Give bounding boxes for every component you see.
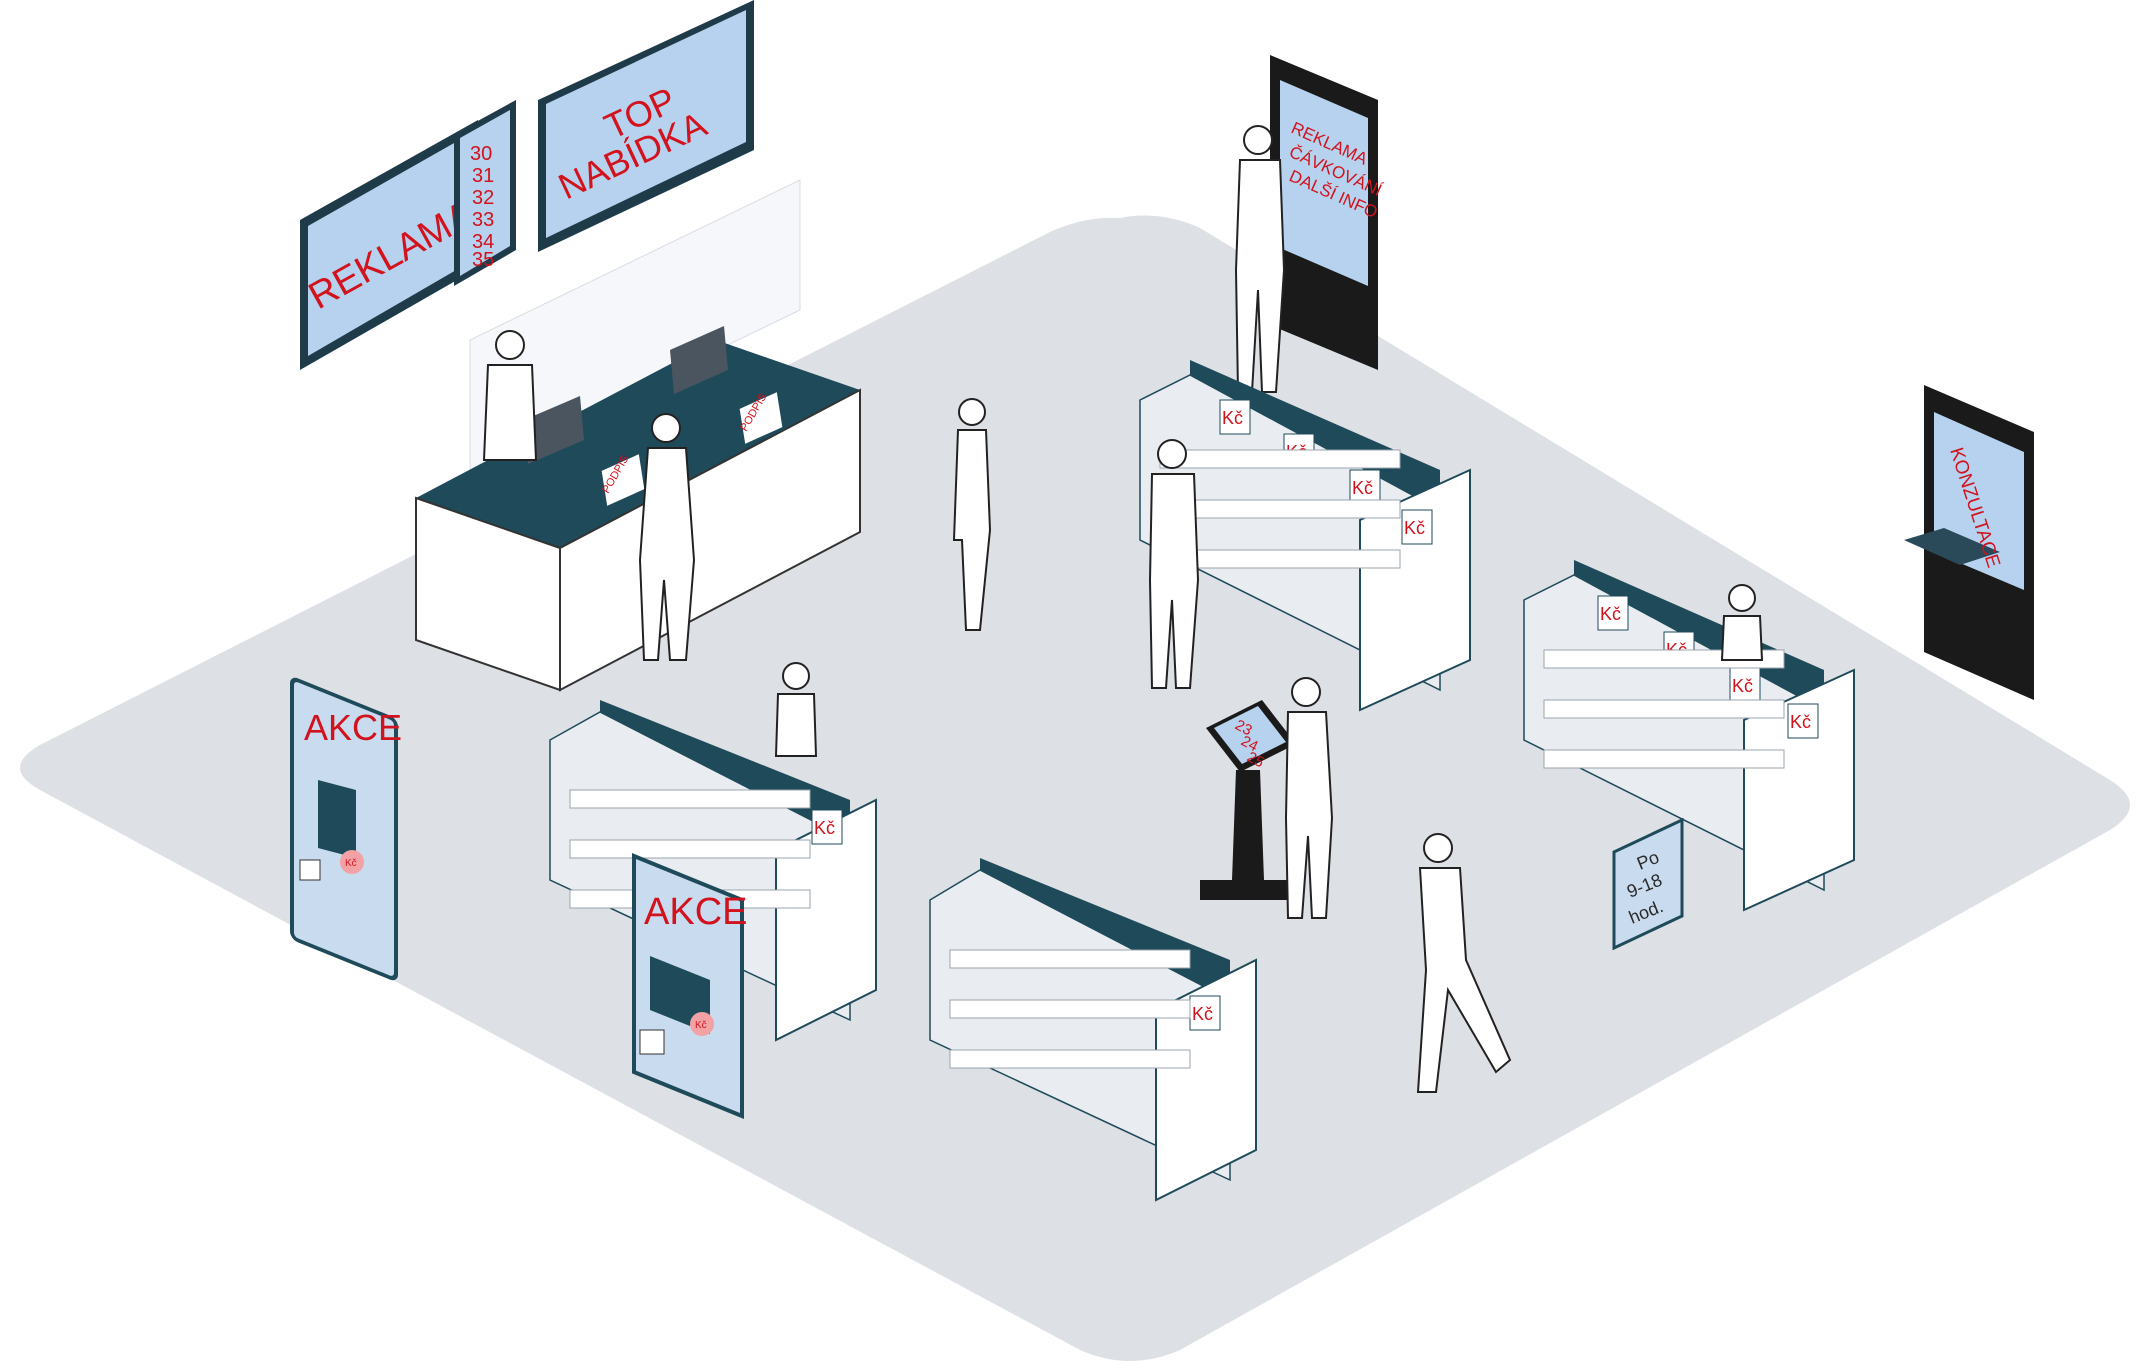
- wall-screen-top-nabidka: TOP NABÍDKA: [538, 0, 754, 252]
- queue-number-2: 32: [472, 187, 494, 209]
- digital-totem-konzultace: KONZULTACE: [1904, 385, 2034, 700]
- pos-monitor-2: [670, 326, 728, 394]
- queue-number-3: 33: [472, 209, 494, 231]
- shelf-gondola-upper: Kč Kč Kč Kč: [1139, 360, 1471, 712]
- pos-monitor-1: [524, 396, 584, 464]
- akce-text-left: AKCE: [304, 707, 402, 748]
- queue-number-0: 30: [470, 143, 492, 165]
- akce-poster-front: AKCE Kč: [632, 853, 747, 1119]
- kc-badge-poster-front: Kč: [695, 1020, 707, 1031]
- shelf-gondola-front: Kč: [929, 858, 1257, 1202]
- person-staff-right: [1720, 584, 1764, 661]
- kiosk-number-0: 23: [1232, 717, 1255, 740]
- self-service-kiosk: 23 24 25: [1200, 700, 1300, 900]
- opening-hours-sign: Po 9-18 hod.: [1612, 817, 1684, 951]
- akce-poster-left: AKCE Kč: [290, 677, 402, 981]
- svg-text:Kč: Kč: [1732, 676, 1753, 696]
- kc-badge-upper-end: Kč: [1401, 509, 1433, 545]
- kc-badge-right-end: Kč: [1787, 703, 1819, 739]
- svg-text:Kč: Kč: [1790, 712, 1811, 732]
- queue-number-4: 34: [472, 231, 494, 253]
- kiosk-number-1: 24: [1238, 733, 1261, 756]
- person-walking: [1416, 833, 1512, 1093]
- svg-text:Kč: Kč: [814, 818, 835, 838]
- person-woman-center: [952, 398, 992, 631]
- queue-number-screen: 30 31 32 33 34 35: [454, 100, 516, 286]
- shelf-gondola-left: Kč: [549, 700, 877, 1042]
- kc-badge-front-end: Kč: [1189, 995, 1221, 1031]
- queue-number-1: 31: [472, 165, 494, 187]
- kc-badge-left-end: Kč: [811, 809, 843, 845]
- svg-text:Kč: Kč: [1222, 408, 1243, 428]
- kc-badge-upper-1: Kč: [1219, 399, 1251, 435]
- svg-text:Kč: Kč: [1352, 478, 1373, 498]
- kc-badge-poster-left: Kč: [345, 858, 357, 869]
- shelf-gondola-right: Kč Kč Kč Kč: [1523, 560, 1855, 912]
- person-staff-left: [774, 662, 818, 757]
- svg-text:Kč: Kč: [1192, 1004, 1213, 1024]
- podpis-pad-1: PODPIS: [598, 449, 648, 511]
- person-at-totem: [1234, 125, 1286, 393]
- queue-number-5: 35: [472, 249, 494, 271]
- kc-badge-right-3: Kč: [1729, 667, 1761, 703]
- kc-badge-right-1: Kč: [1597, 595, 1629, 631]
- akce-text-front: AKCE: [644, 891, 747, 933]
- kc-badge-upper-3: Kč: [1349, 469, 1381, 505]
- person-pharmacist: [482, 330, 538, 461]
- person-shopper-upper: [1148, 439, 1200, 689]
- dispensing-counter: PODPIS PODPIS: [415, 179, 861, 692]
- svg-text:Kč: Kč: [1404, 518, 1425, 538]
- person-customer-counter: [638, 413, 696, 661]
- svg-text:Kč: Kč: [1600, 604, 1621, 624]
- kiosk-number-2: 25: [1244, 749, 1267, 772]
- person-at-kiosk: [1284, 677, 1334, 919]
- digital-totem-info: REKLAMA ČÁVKOVÁNÍ DALŠÍ INFO: [1270, 55, 1385, 370]
